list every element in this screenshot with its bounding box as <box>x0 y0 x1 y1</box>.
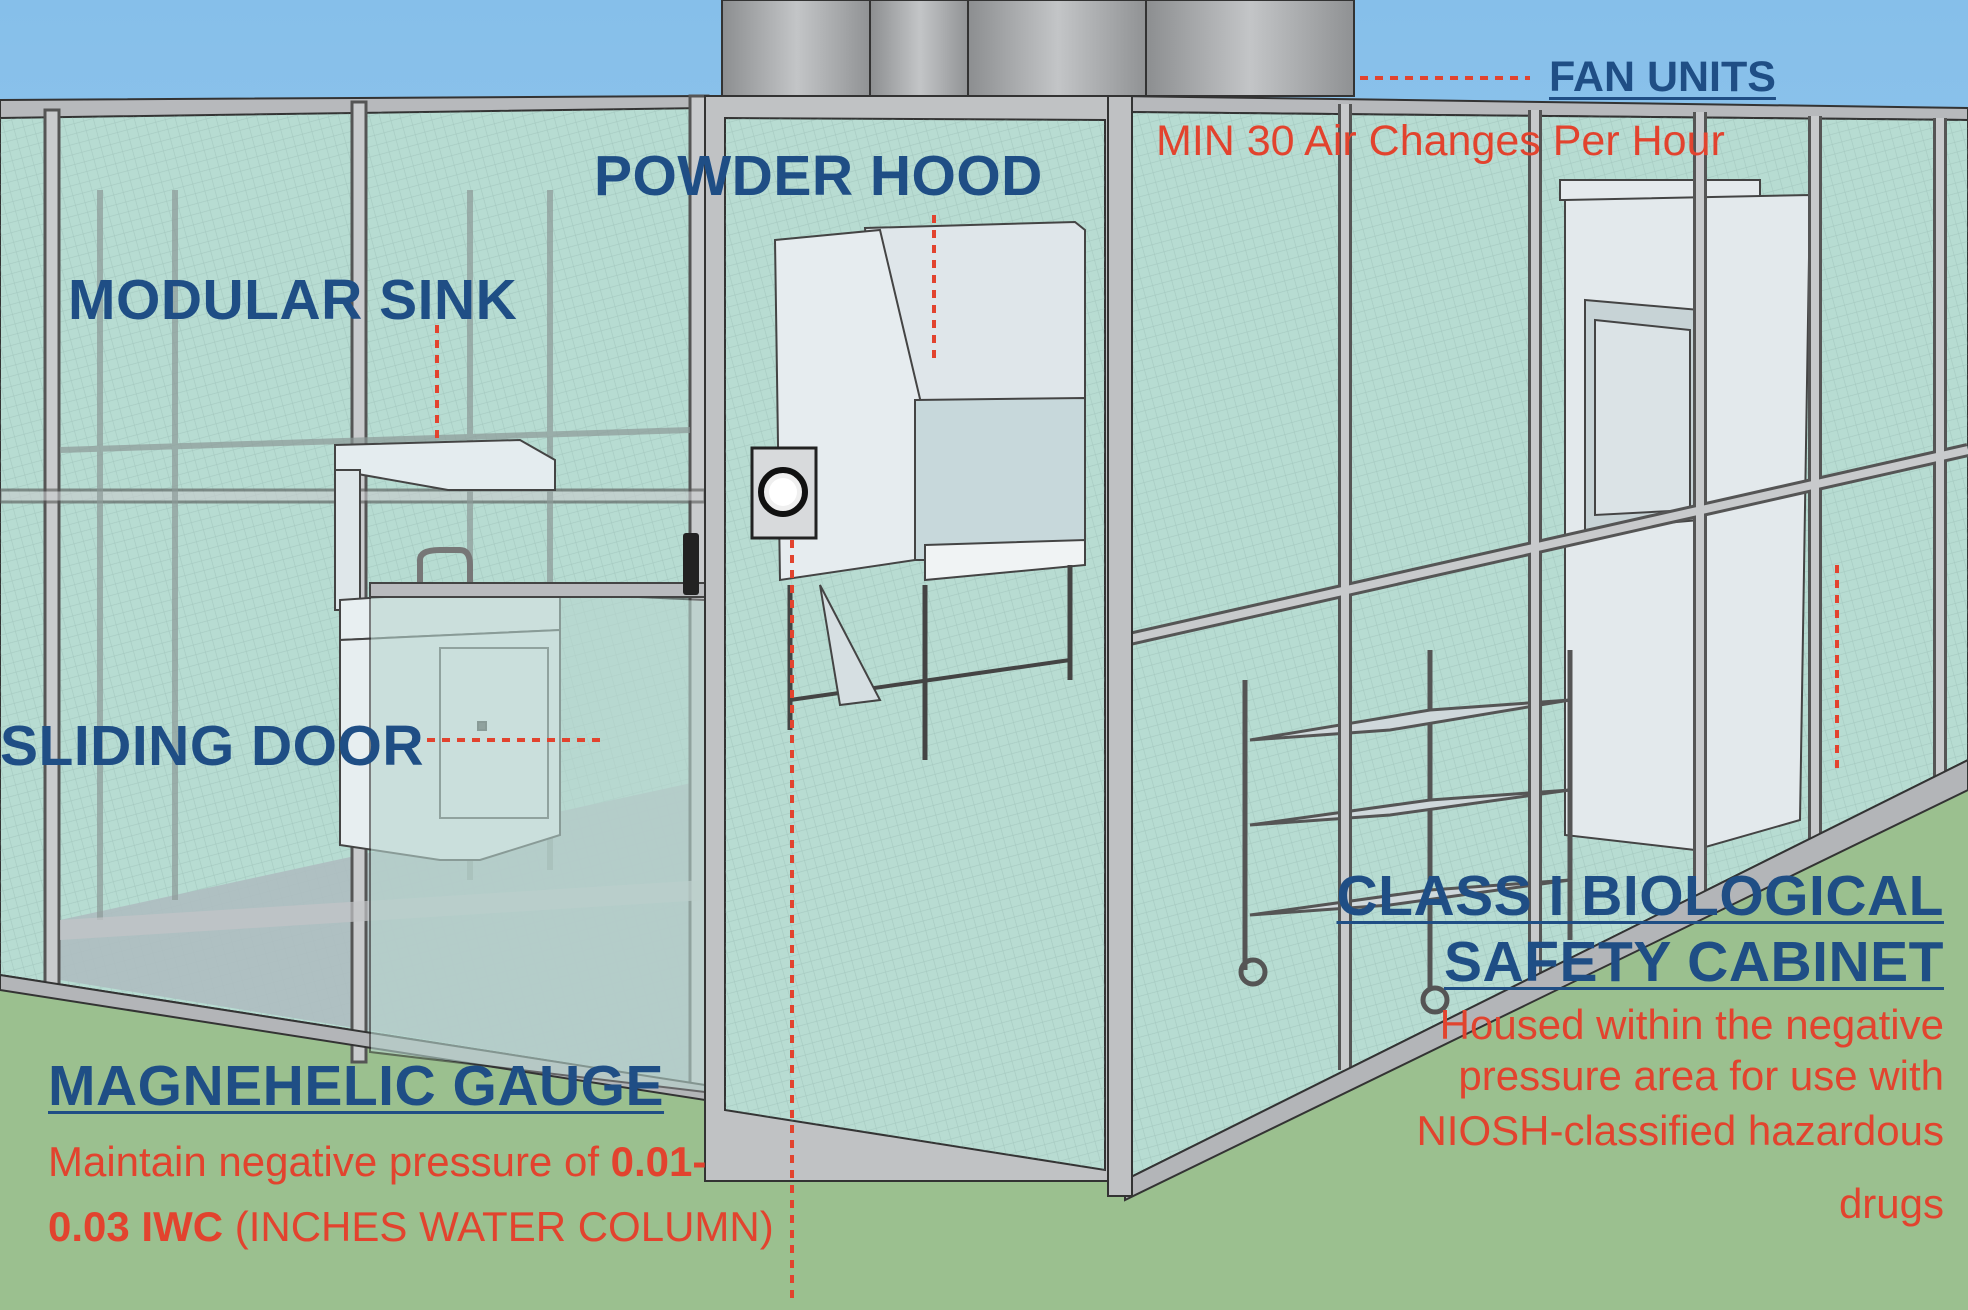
class-i-label-line2: SAFETY CABINET <box>1444 930 1944 994</box>
leader-lines <box>412 76 1839 1300</box>
sliding-door-label: SLIDING DOOR <box>0 714 425 778</box>
magnehelic-gauge-label: MAGNEHELIC GAUGE <box>48 1054 665 1118</box>
fan-units-label: FAN UNITS <box>1549 53 1776 101</box>
class-i-description-1: Housed within the negative <box>1439 1001 1944 1048</box>
gauge-description-1: Maintain negative pressure of 0.01- <box>48 1138 707 1185</box>
powder-hood-label: POWDER HOOD <box>594 144 1043 208</box>
powder-hood <box>773 220 1086 760</box>
magnehelic-gauge <box>750 446 818 540</box>
cart <box>1238 650 1573 1015</box>
sliding-door-panel <box>369 533 706 1094</box>
class-i-biological-safety-cabinet <box>1559 179 1812 852</box>
class-i-description-3: NIOSH-classified hazardous <box>1416 1107 1944 1154</box>
corner-post <box>1107 95 1133 1197</box>
class-i-description-2: pressure area for use with <box>1458 1052 1944 1099</box>
air-changes-note: MIN 30 Air Changes Per Hour <box>1156 117 1725 165</box>
class-i-description-4: drugs <box>1838 1180 1944 1227</box>
fan-units <box>721 0 1355 97</box>
gauge-description-2: 0.03 IWC (INCHES WATER COLUMN) <box>48 1203 774 1250</box>
class-i-label-line1: CLASS I BIOLOGICAL <box>1336 864 1944 928</box>
modular-sink-label: MODULAR SINK <box>68 268 518 332</box>
